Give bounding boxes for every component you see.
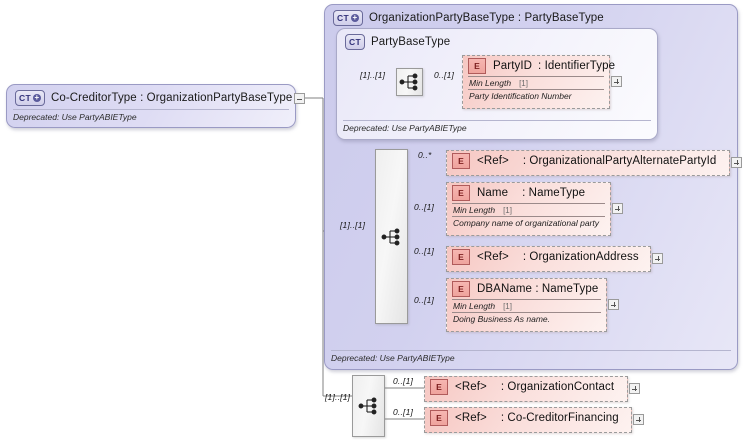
element-name-ref-organization-address: <Ref> [477,251,509,263]
element-type-name: : NameType [522,187,586,199]
expand-toggle-ref-organization-contact[interactable] [629,383,640,394]
element-type-ref-alternate-partyid: : OrganizationalPartyAlternatePartyId [522,155,717,167]
party-base-type-badge-label: CT [349,37,361,47]
cardinality-org-ref-alternate-partyid: 0..* [418,150,432,160]
complex-type-badge-icon[interactable]: CT+ [15,90,45,106]
facet-label-partyid: Min Length [469,78,512,88]
cardinality-name: 0..[1] [414,202,435,212]
cardinality-ref-organization-contact: 0..[1] [393,376,414,386]
facet-label-name: Min Length [453,205,496,215]
expand-toggle-ref-co-creditor-financing[interactable] [633,414,644,425]
element-header-partyid: E PartyID : IdentifierType [463,56,615,76]
base-type-title: OrganizationPartyBaseType : PartyBaseTyp… [368,12,604,24]
cardinality-partyid: 0..[1] [434,70,455,80]
element-doc-partyid: Party Identification Number [468,89,604,103]
facet-occurrence-dbaname: [1] [503,302,512,311]
cardinality-dbaname: 0..[1] [414,295,435,305]
base-type-badge-expander-icon: + [350,13,359,22]
cardinality-party-base-sequence: [1]..[1] [360,70,386,80]
element-name-ref-alternate-partyid: <Ref> [477,155,509,167]
element-facet-dbaname: Min Length [1] [452,299,601,312]
element-facet-partyid: Min Length [1] [468,76,604,89]
root-annotation: Deprecated: Use PartyABIEType [13,109,289,122]
element-box-ref-organization-contact[interactable]: E <Ref> : OrganizationContact [424,376,628,402]
expand-toggle-partyid[interactable] [611,76,622,87]
element-badge-icon: E [468,58,486,74]
element-type-partyid: : IdentifierType [538,60,616,72]
cardinality-co-creditor-sequence: [1]..[1] [325,392,351,402]
element-badge-icon: E [452,185,470,201]
element-header-name: E Name : NameType [447,183,610,203]
element-header-ref-organization-address: E <Ref> : OrganizationAddress [447,247,650,267]
facet-label-dbaname: Min Length [453,301,496,311]
cardinality-organization-sequence: [1]..[1] [340,220,366,230]
element-box-ref-organization-address[interactable]: E <Ref> : OrganizationAddress [446,246,651,272]
root-badge-label: CT [19,93,31,103]
element-header-ref-alternate-partyid: E <Ref> : OrganizationalPartyAlternatePa… [447,151,729,171]
element-box-ref-co-creditor-financing[interactable]: E <Ref> : Co-CreditorFinancing [424,407,632,433]
element-header-ref-co-creditor-financing: E <Ref> : Co-CreditorFinancing [425,408,631,428]
sequence-icon [399,73,417,91]
element-name-dbaname: DBAName : NameType [477,283,599,295]
element-box-dbaname[interactable]: E DBAName : NameType Min Length [1] Doing… [446,278,607,332]
facet-occurrence-name: [1] [503,206,512,215]
root-collapse-toggle[interactable] [294,93,305,104]
party-base-type-header: CT PartyBaseType [345,34,450,50]
element-facet-name: Min Length [1] [452,203,605,216]
element-name-ref-organization-contact: <Ref> [455,381,487,393]
base-type-annotation: Deprecated: Use PartyABIEType [331,350,731,363]
element-doc-dbaname: Doing Business As name. [452,312,601,326]
sequence-compositor-organization[interactable] [375,149,408,324]
complex-type-badge-icon[interactable]: CT+ [333,10,363,26]
sequence-compositor-co-creditor[interactable] [352,375,385,437]
element-box-name[interactable]: E Name : NameType Min Length [1] Company … [446,182,611,236]
element-name-name: Name [477,187,509,199]
root-complex-type-box[interactable]: CT+ Co-CreditorType : OrganizationPartyB… [6,84,296,128]
element-badge-icon: E [430,379,448,395]
element-type-ref-organization-address: : OrganizationAddress [522,251,639,263]
element-name-partyid: PartyID [493,60,533,72]
element-badge-icon: E [452,281,470,297]
sequence-icon [358,397,376,415]
element-name-ref-co-creditor-financing: <Ref> [455,412,487,424]
element-doc-name: Company name of organizational party [452,216,605,230]
expand-toggle-name[interactable] [612,203,623,214]
facet-occurrence-partyid: [1] [519,79,528,88]
base-type-badge-label: CT [337,13,349,23]
element-box-ref-organizational-party-alternate-partyid[interactable]: E <Ref> : OrganizationalPartyAlternatePa… [446,150,730,176]
sequence-icon [381,228,399,245]
cardinality-ref-co-creditor-financing: 0..[1] [393,407,414,417]
root-complex-type-header: CT+ Co-CreditorType : OrganizationPartyB… [15,90,292,106]
expand-toggle-ref-organization-address[interactable] [652,253,663,264]
complex-type-badge-icon[interactable]: CT [345,34,365,50]
expand-toggle-dbaname[interactable] [608,299,619,310]
cardinality-org-address: 0..[1] [414,246,435,256]
element-type-ref-organization-contact: : OrganizationContact [500,381,615,393]
element-box-partyid[interactable]: E PartyID : IdentifierType Min Length [1]… [462,55,615,109]
element-badge-icon: E [452,153,470,169]
element-badge-icon: E [452,249,470,265]
element-header-ref-organization-contact: E <Ref> : OrganizationContact [425,377,627,397]
element-header-dbaname: E DBAName : NameType [447,279,606,299]
party-base-type-title: PartyBaseType [370,36,451,48]
element-badge-icon: E [430,410,448,426]
expand-toggle-ref-alternate-partyid[interactable] [731,157,742,168]
sequence-compositor-party-base-type[interactable] [396,68,423,96]
root-badge-expander-icon: + [32,93,41,102]
party-base-type-annotation: Deprecated: Use PartyABIEType [343,120,651,133]
base-type-header: CT+ OrganizationPartyBaseType : PartyBas… [333,10,604,26]
element-type-ref-co-creditor-financing: : Co-CreditorFinancing [500,412,619,424]
root-type-title: Co-CreditorType : OrganizationPartyBaseT… [50,92,293,104]
